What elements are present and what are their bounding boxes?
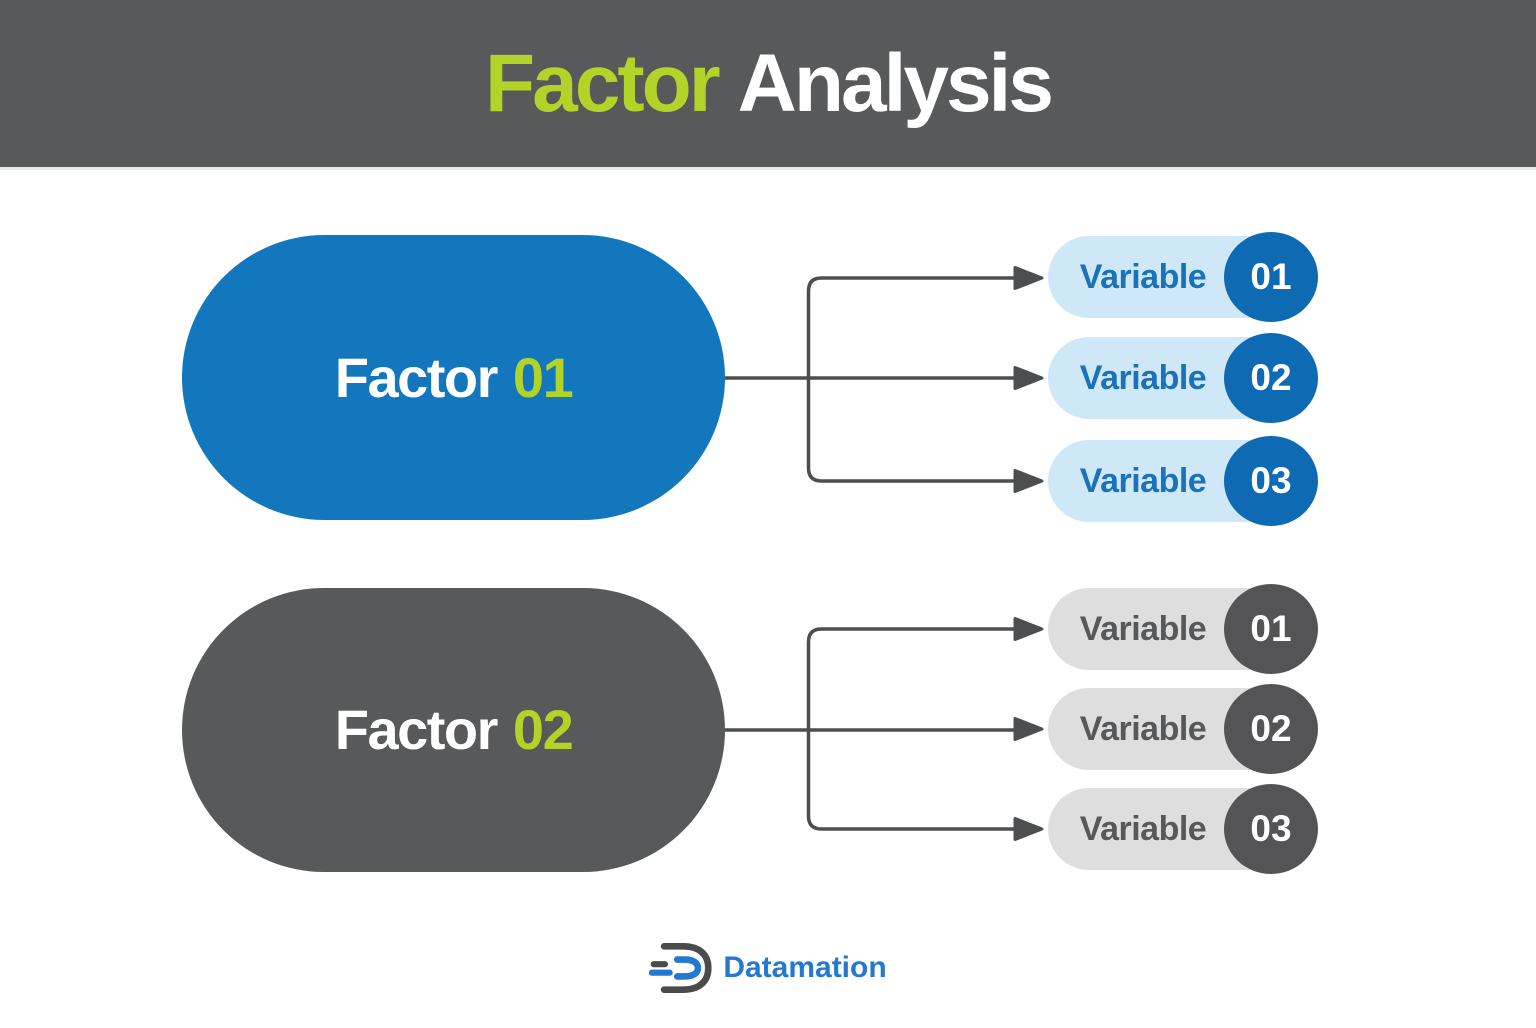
factor-02-number: 02 (512, 698, 574, 761)
variable-pill-gray-1: Variable 01 (1048, 584, 1318, 674)
variable-number-badge: 03 (1224, 784, 1318, 874)
factor-02-node: Factor 02 (182, 588, 725, 872)
page-title-accent: Factor (485, 37, 721, 129)
variable-number-badge: 02 (1224, 333, 1318, 423)
variable-label: Variable (1079, 809, 1207, 848)
variable-label: Variable (1079, 358, 1207, 397)
brand-footer: Datamation (0, 932, 1536, 1004)
variable-label: Variable (1079, 461, 1207, 500)
page-title: Factor Analysis (485, 37, 1054, 129)
factor2-bottom-connector (806, 728, 1016, 831)
factor1-bottom-connector (806, 376, 1016, 483)
brand-name: Datamation (723, 951, 887, 984)
variable-pill-blue-1: Variable 01 (1048, 232, 1318, 322)
arrowhead (1013, 617, 1044, 641)
variable-pill-blue-2: Variable 02 (1048, 333, 1318, 423)
variable-pill-gray-2: Variable 02 (1048, 684, 1318, 774)
variable-number-badge: 01 (1224, 584, 1318, 674)
page-title-rest: Analysis (737, 37, 1054, 129)
factor1-top-connector (806, 276, 1016, 380)
arrowhead (1013, 469, 1044, 493)
variable-pill-gray-3: Variable 03 (1048, 784, 1318, 874)
variable-number-badge: 03 (1224, 436, 1318, 526)
arrowhead (1013, 366, 1044, 390)
factor-01-number: 01 (512, 345, 574, 409)
arrowhead (1013, 717, 1044, 741)
factor-02-label: Factor (334, 698, 499, 761)
variable-label: Variable (1079, 257, 1207, 296)
header-band: Factor Analysis (0, 0, 1536, 170)
variable-number-badge: 02 (1224, 684, 1318, 774)
factor-01-node: Factor 01 (182, 235, 725, 520)
arrowhead (1013, 817, 1044, 841)
variable-label: Variable (1079, 609, 1207, 648)
datamation-logo-icon (649, 943, 712, 993)
factor-01-label: Factor (334, 345, 499, 409)
factor2-top-connector (806, 627, 1016, 732)
arrowhead (1013, 266, 1044, 290)
variable-number-badge: 01 (1224, 232, 1318, 322)
variable-label: Variable (1079, 709, 1207, 748)
variable-pill-blue-3: Variable 03 (1048, 436, 1318, 526)
